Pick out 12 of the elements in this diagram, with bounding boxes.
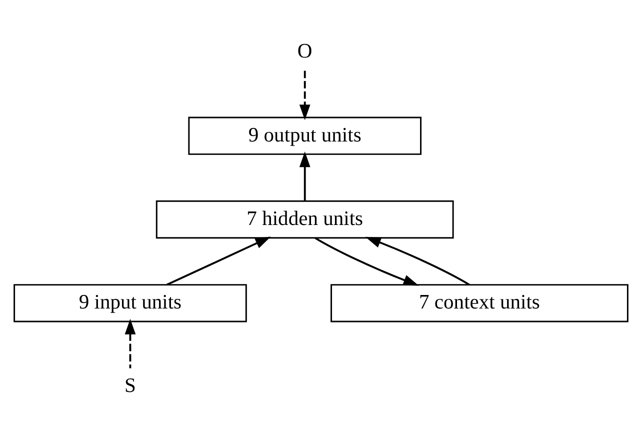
arrow [299,70,310,120]
arrow [124,318,136,368]
arrow [365,236,470,286]
node-box: 7 hidden units [156,200,454,239]
node-box: 9 output units [188,116,422,155]
node-box: 9 input units [14,284,247,322]
arrow [166,236,271,286]
node-box: 7 context units [330,284,628,322]
node-text: S [124,375,136,398]
node-text: O [297,40,312,63]
arrow [314,237,419,286]
arrow [299,152,310,201]
